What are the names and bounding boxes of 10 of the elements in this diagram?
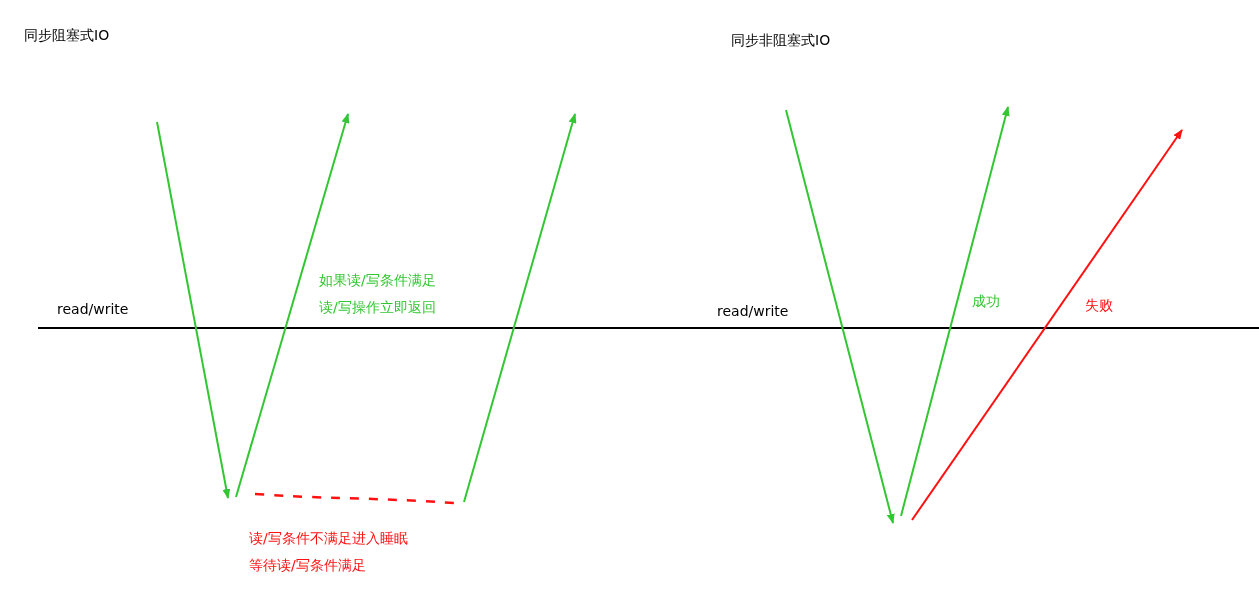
heading: 同步阻塞式IO: [24, 26, 110, 44]
heading: 同步非阻塞式IO: [731, 31, 831, 49]
arrow-label: 成功: [972, 292, 1000, 310]
arrow-label: 失败: [1085, 296, 1113, 314]
line-label: read/write: [57, 300, 129, 318]
note-text: 如果读/写条件满足: [319, 271, 436, 289]
note-text: 读/写操作立即返回: [319, 298, 436, 316]
line-label: read/write: [717, 302, 789, 320]
note-text: 等待读/写条件满足: [249, 556, 366, 574]
note-text: 读/写条件不满足进入睡眠: [249, 529, 408, 547]
